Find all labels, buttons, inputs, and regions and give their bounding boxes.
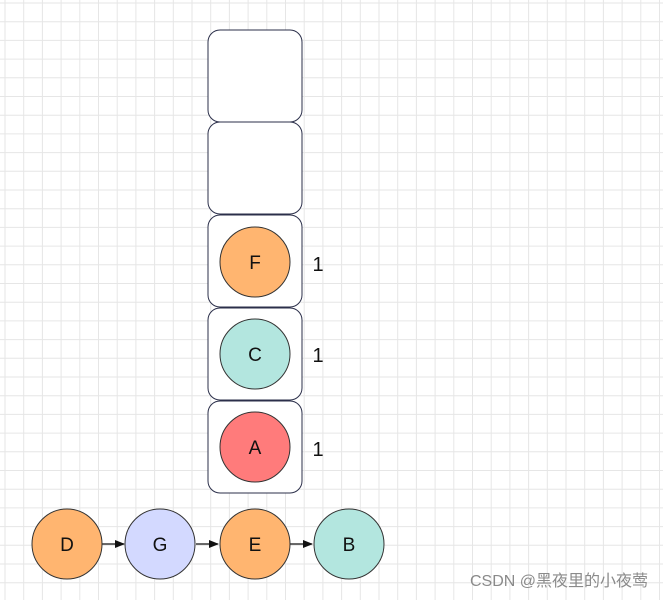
stack-slot xyxy=(207,29,303,123)
sequence-node-circle xyxy=(219,508,291,580)
sequence: D G E B xyxy=(31,508,385,580)
sequence-node: G xyxy=(124,508,196,580)
stack-count-label: 1 xyxy=(312,439,323,461)
sequence-node: E xyxy=(219,508,291,580)
sequence-node-circle xyxy=(124,508,196,580)
sequence-node-label: G xyxy=(153,535,168,556)
stack-node-circle xyxy=(219,318,291,390)
stack-slot: C 1 xyxy=(207,307,324,401)
sequence-node-label: E xyxy=(249,535,262,556)
stack-slot xyxy=(207,121,303,215)
stack-node-label: A xyxy=(249,438,262,459)
stack-slot-box xyxy=(207,121,303,215)
sequence-node: D xyxy=(31,508,103,580)
watermark-text: CSDN @黑夜里的小夜莺 xyxy=(470,572,648,590)
sequence-node-circle xyxy=(31,508,103,580)
sequence-node: B xyxy=(313,508,385,580)
stack-node-label: C xyxy=(248,345,262,366)
stack-node-circle xyxy=(219,226,291,298)
sequence-node-label: B xyxy=(343,535,356,556)
stack-slot: A 1 xyxy=(207,400,324,494)
stack-slot-box xyxy=(207,29,303,123)
stack-count-label: 1 xyxy=(312,345,323,367)
stack-node-label: F xyxy=(249,253,261,274)
stack-slot: F 1 xyxy=(207,214,324,308)
stack-count-label: 1 xyxy=(312,254,323,276)
sequence-node-label: D xyxy=(60,535,74,556)
sequence-node-circle xyxy=(313,508,385,580)
stack: F 1 C 1 A 1 xyxy=(207,29,324,494)
stack-node-circle xyxy=(219,411,291,483)
